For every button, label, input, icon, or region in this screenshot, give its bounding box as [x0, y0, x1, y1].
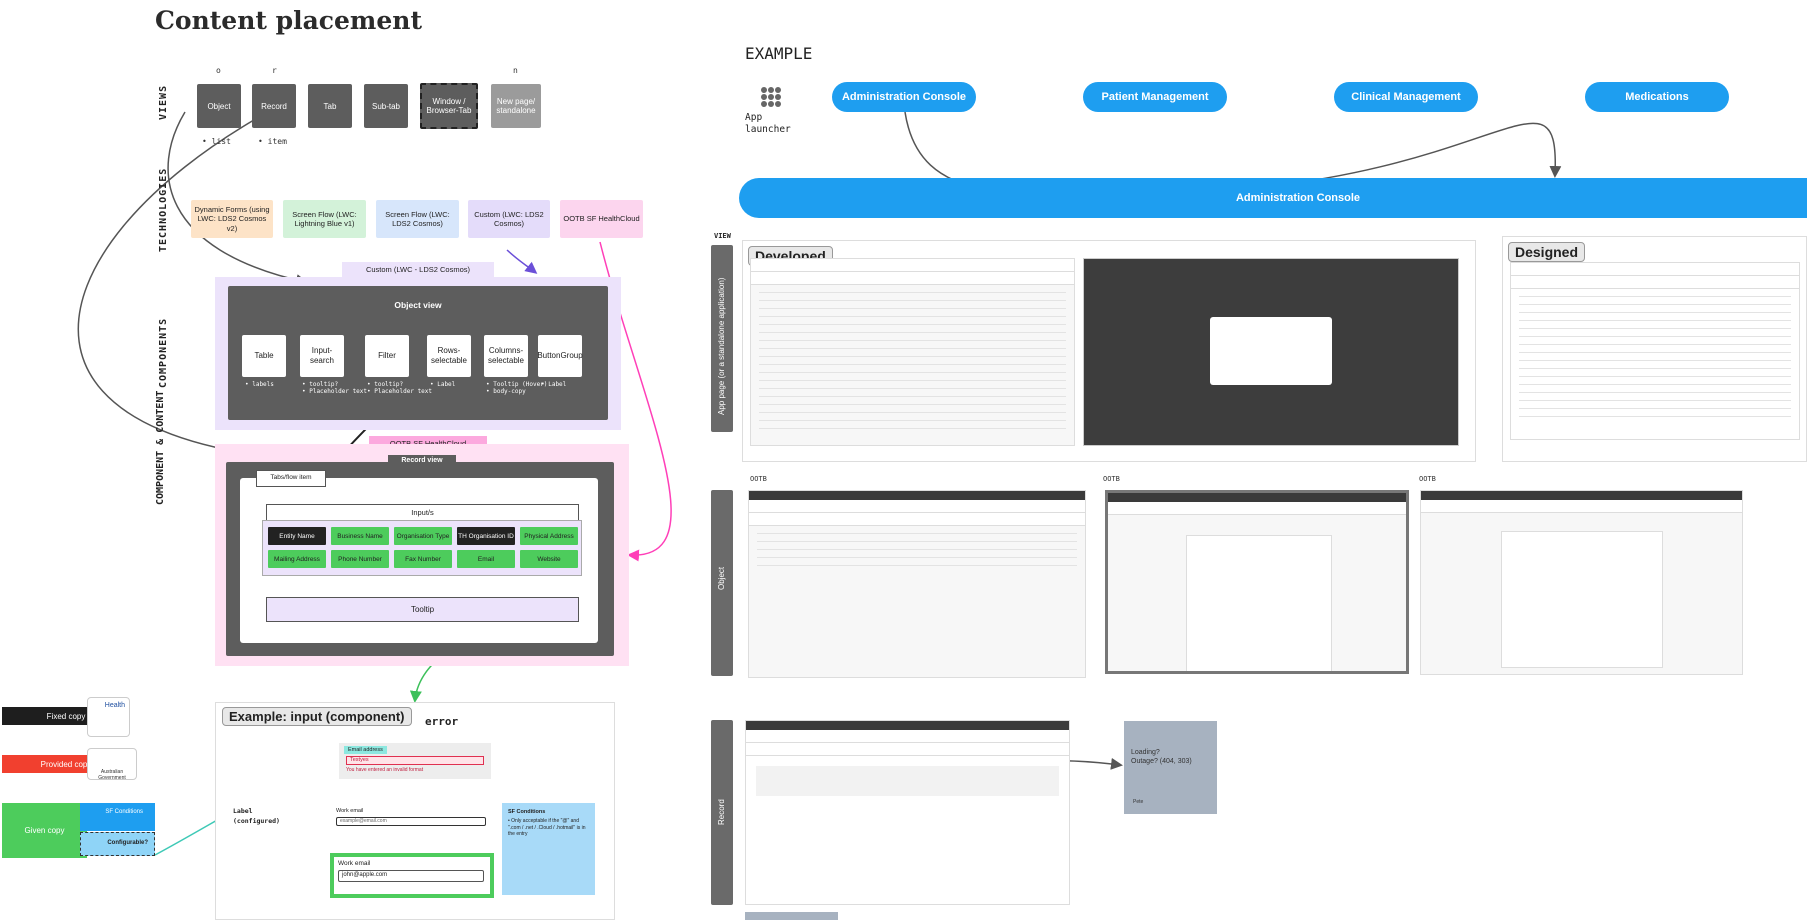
- screenshot-developed-list: [750, 258, 1075, 446]
- email-input-error: Testyes: [346, 756, 484, 765]
- view-label: VIEW: [714, 232, 731, 240]
- label-components: COMPONENTS: [158, 317, 169, 388]
- view-record: Record: [252, 84, 296, 128]
- field-phone-number: Phone Number: [331, 550, 389, 568]
- example-input-title: Example: input (component): [222, 707, 412, 726]
- component-note-filter: • tooltip? • Placeholder text: [367, 381, 433, 395]
- component-filter: Filter: [365, 335, 409, 377]
- work-email-label: Work email: [336, 808, 364, 814]
- page-title: Content placement: [155, 6, 423, 35]
- app-patient-management[interactable]: Patient Management: [1083, 82, 1227, 112]
- tech-screen-flow-blue: Screen Flow (LWC: Lightning Blue v1): [283, 200, 366, 238]
- logo-health: Health: [87, 697, 130, 737]
- tech-screen-flow-cosmos: Screen Flow (LWC: LDS2 Cosmos): [376, 200, 459, 238]
- field-entity-name: Entity Name: [268, 527, 326, 545]
- work-email-input-2[interactable]: john@apple.com: [338, 870, 484, 882]
- screenshot-developed-modal: [1083, 258, 1459, 446]
- field-website: Website: [520, 550, 578, 568]
- view-object: Object: [197, 84, 241, 128]
- component-note-columns: • Tooltip (Hover) • body-copy: [486, 381, 548, 395]
- record-view-title: Record view: [388, 455, 456, 469]
- app-medications[interactable]: Medications: [1585, 82, 1729, 112]
- legend-given-copy: Given copy: [2, 803, 87, 858]
- note-list: • list: [202, 137, 231, 146]
- component-note-table: • labels: [245, 381, 274, 388]
- example-error-label: error: [425, 715, 459, 728]
- logo-sf-conditions: SF Conditions: [80, 803, 155, 831]
- component-columns-selectable: Columns-selectable: [484, 335, 528, 377]
- logo-configurable: Configurable?: [80, 832, 155, 856]
- app-launcher-icon[interactable]: [760, 86, 782, 108]
- screenshot-record: [745, 720, 1070, 905]
- designed-tag: Designed: [1508, 242, 1586, 262]
- example-heading: EXAMPLE: [745, 44, 813, 63]
- component-button-group: ButtonGroup: [537, 335, 583, 377]
- screenshot-object-new-identifier: [1420, 490, 1743, 675]
- field-fax-number: Fax Number: [394, 550, 452, 568]
- component-table: Table: [242, 335, 286, 377]
- letter-o: o: [216, 66, 221, 75]
- field-business-name: Business Name: [331, 527, 389, 545]
- object-view-title: Object view: [394, 300, 442, 310]
- ootb-label-3: OOTB: [1419, 475, 1436, 483]
- field-email: Email: [457, 550, 515, 568]
- logo-australian-government: Australian Government: [87, 748, 137, 781]
- field-organisation-type: Organisation Type: [394, 527, 452, 545]
- tooltip-box: Tooltip: [266, 597, 579, 622]
- view-new-page: New page/ standalone: [491, 84, 541, 128]
- component-rows-selectable: Rows-selectable: [427, 335, 471, 377]
- screenshot-object-new-account: [1105, 490, 1409, 674]
- field-physical-address: Physical Address: [520, 527, 578, 545]
- rowbar-record: Record: [711, 720, 733, 905]
- email-error-text: You have entered an invalid format: [346, 767, 424, 773]
- note-item: • item: [258, 137, 287, 146]
- partial-note: [745, 912, 838, 920]
- ootb-label-2: OOTB: [1103, 475, 1120, 483]
- screenshot-object-recent: [748, 490, 1086, 678]
- tabs-flow-item: Tabs/flow item: [256, 470, 326, 487]
- view-sub-tab: Sub-tab: [364, 84, 408, 128]
- view-tab: Tab: [308, 84, 352, 128]
- component-note-input-search: • tooltip? • Placeholder text: [302, 381, 368, 395]
- inputs-header: Input/s: [266, 504, 579, 521]
- field-mailing-address: Mailing Address: [268, 550, 326, 568]
- letter-n: n: [513, 66, 518, 75]
- ootb-label-1: OOTB: [750, 475, 767, 483]
- view-window: Window / Browser-Tab: [420, 83, 478, 129]
- work-email-highlight: [330, 853, 494, 898]
- loading-note: Loading? Outage? (404, 303) Pete: [1124, 721, 1217, 814]
- work-email-input[interactable]: example@email.com: [336, 817, 486, 826]
- admin-console-banner: Administration Console: [739, 178, 1807, 218]
- field-th-org-id: TH Organisation ID: [457, 527, 515, 545]
- label-configured: Label (configured): [233, 807, 280, 825]
- label-technologies: TECHNOLOGIES: [158, 167, 169, 252]
- rowbar-app-page: App page (or a standalone application): [711, 245, 733, 432]
- app-clinical-management[interactable]: Clinical Management: [1334, 82, 1478, 112]
- label-views: VIEWS: [158, 84, 169, 120]
- tech-dynamic-forms: Dynamic Forms (using LWC: LDS2 Cosmos v2…: [191, 200, 273, 238]
- tech-ootb: OOTB SF HealthCloud: [560, 200, 643, 238]
- app-launcher-label: App launcher: [745, 112, 791, 136]
- rowbar-object: Object: [711, 490, 733, 676]
- screenshot-designed: [1510, 262, 1800, 440]
- component-note-button-group: • Label: [541, 381, 567, 388]
- email-label: Email address: [344, 746, 387, 754]
- component-note-rows: • Label: [430, 381, 456, 388]
- label-component-content: COMPONENT & CONTENT: [155, 390, 166, 505]
- sf-conditions-note: SF Conditions • Only acceptable if the "…: [502, 803, 595, 895]
- work-email-label-2: Work email: [338, 860, 371, 867]
- letter-r: r: [272, 66, 277, 75]
- component-input-search: Input-search: [300, 335, 344, 377]
- app-administration-console[interactable]: Administration Console: [832, 82, 976, 112]
- tech-custom: Custom (LWC: LDS2 Cosmos): [468, 200, 550, 238]
